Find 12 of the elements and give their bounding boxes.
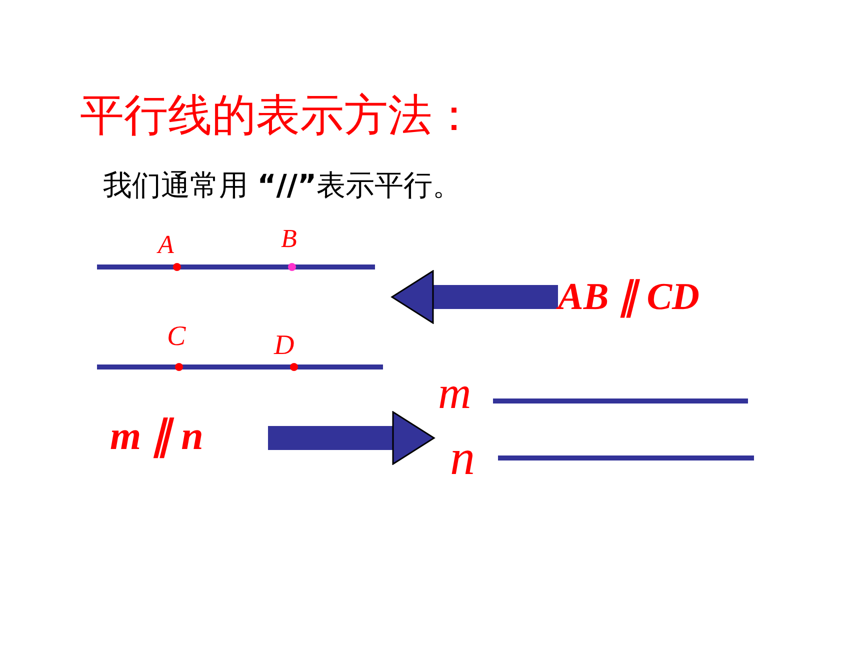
block-arrow [268,411,435,465]
sentence: 我们通常用 “//”表示平行。 [103,167,462,204]
parallel-notation: AB ∥ CD [558,276,700,316]
line-label: m [438,370,472,416]
parallel-notation: m ∥ n [110,414,204,456]
line-label: n [450,432,475,482]
point-label: D [274,332,294,360]
point-label: B [281,226,297,252]
point-label: C [167,323,186,351]
point-label: A [158,232,174,258]
title: 平行线的表示方法： [80,89,476,143]
block-arrow [391,270,558,324]
